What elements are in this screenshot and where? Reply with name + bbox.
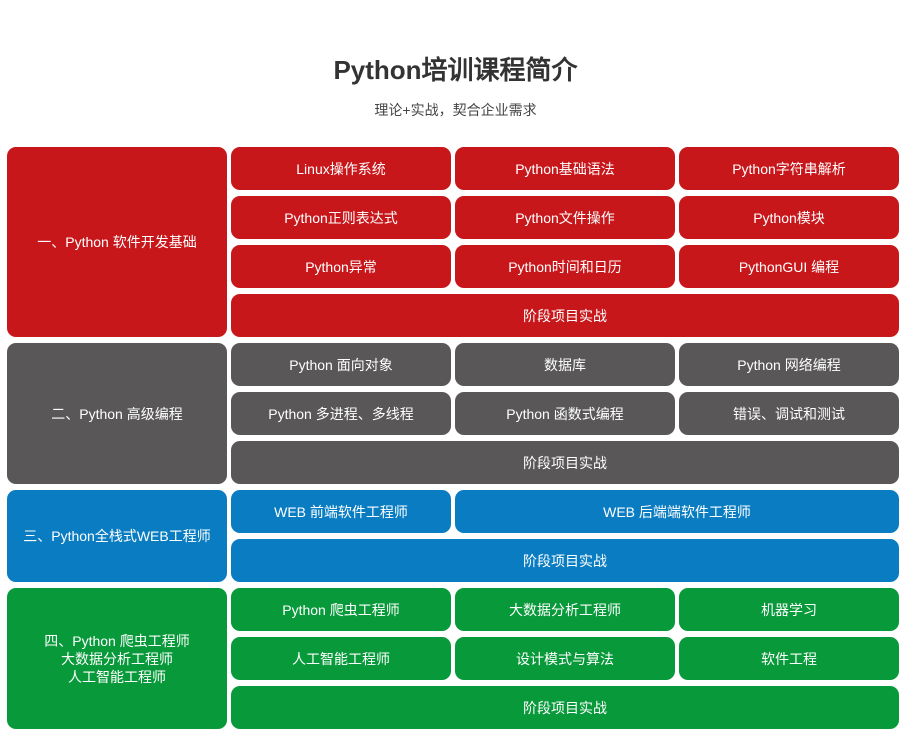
page-subtitle: 理论+实战，契合企业需求: [374, 102, 537, 118]
section-3-item: WEB 后端端软件工程师: [455, 490, 899, 533]
section-1-item: Linux操作系统: [231, 147, 451, 190]
section-4-item: 大数据分析工程师: [455, 588, 675, 631]
section-1-item: Python模块: [679, 196, 899, 239]
section-2-item: Python 多进程、多线程: [231, 392, 451, 435]
page-title: Python培训课程简介: [333, 55, 578, 85]
section-4-item: 机器学习: [679, 588, 899, 631]
section-2-item: 错误、调试和测试: [679, 392, 899, 435]
section-4-item: 设计模式与算法: [455, 637, 675, 680]
section-3-project: 阶段项目实战: [231, 539, 899, 582]
section-4-item: 软件工程: [679, 637, 899, 680]
section-1-item: PythonGUI 编程: [679, 245, 899, 288]
section-1-item: Python异常: [231, 245, 451, 288]
section-1-item: Python正则表达式: [231, 196, 451, 239]
section-2-project: 阶段项目实战: [231, 441, 899, 484]
section-3-item: WEB 前端软件工程师: [231, 490, 451, 533]
section-4-label: 四、Python 爬虫工程师 大数据分析工程师 人工智能工程师: [7, 588, 227, 729]
section-1-item: Python时间和日历: [455, 245, 675, 288]
section-4-item: 人工智能工程师: [231, 637, 451, 680]
section-1-label: 一、Python 软件开发基础: [7, 147, 227, 337]
section-1-item: Python文件操作: [455, 196, 675, 239]
section-2-item: Python 面向对象: [231, 343, 451, 386]
section-2-item: 数据库: [455, 343, 675, 386]
section-2-item: Python 网络编程: [679, 343, 899, 386]
section-2-item: Python 函数式编程: [455, 392, 675, 435]
section-1-item: Python基础语法: [455, 147, 675, 190]
section-2-label: 二、Python 高级编程: [7, 343, 227, 484]
section-4-project: 阶段项目实战: [231, 686, 899, 729]
section-1-project: 阶段项目实战: [231, 294, 899, 337]
section-1-item: Python字符串解析: [679, 147, 899, 190]
section-4-item: Python 爬虫工程师: [231, 588, 451, 631]
section-3-label: 三、Python全栈式WEB工程师: [7, 490, 227, 582]
